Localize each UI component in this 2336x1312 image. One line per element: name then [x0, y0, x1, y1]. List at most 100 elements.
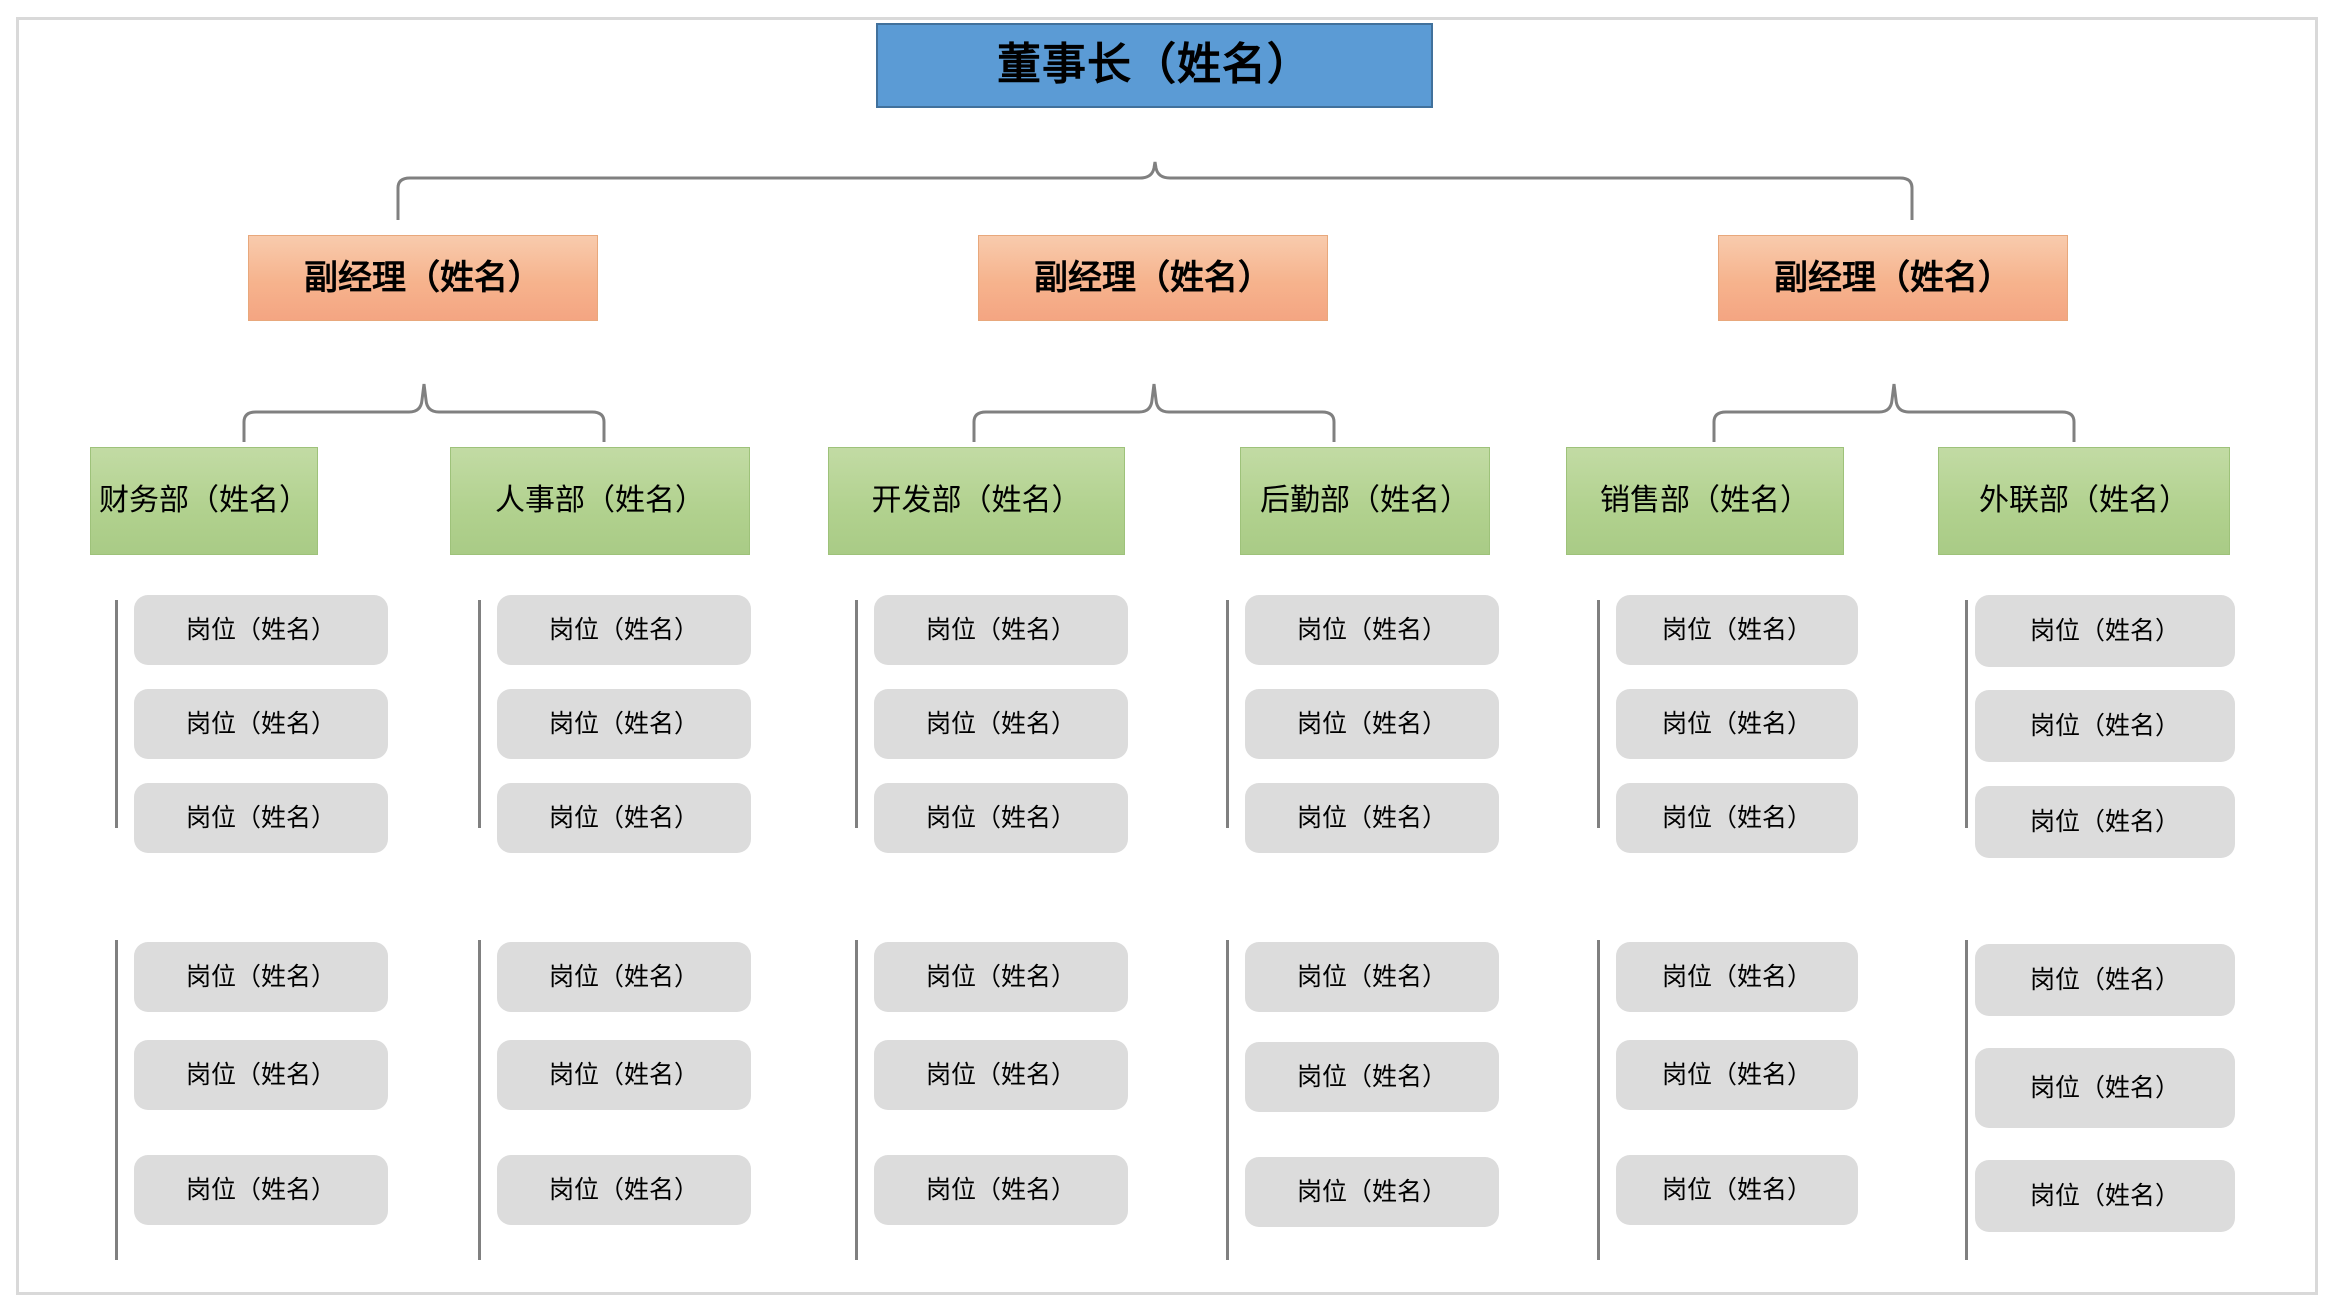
- position-box[interactable]: 岗位（姓名）: [1616, 942, 1858, 1012]
- position-label: 岗位（姓名）: [548, 962, 699, 991]
- position-box[interactable]: 岗位（姓名）: [497, 1040, 751, 1110]
- position-box[interactable]: 岗位（姓名）: [1616, 1040, 1858, 1110]
- position-label: 岗位（姓名）: [185, 803, 336, 832]
- position-label: 岗位（姓名）: [1296, 615, 1447, 644]
- node-dept-hr-label: 人事部（姓名）: [495, 483, 705, 518]
- position-box[interactable]: 岗位（姓名）: [1245, 595, 1499, 665]
- position-label: 岗位（姓名）: [1661, 1175, 1812, 1204]
- position-label: 岗位（姓名）: [1296, 1177, 1447, 1206]
- position-label: 岗位（姓名）: [1661, 709, 1812, 738]
- position-label: 岗位（姓名）: [2029, 807, 2180, 836]
- position-box[interactable]: 岗位（姓名）: [497, 1155, 751, 1225]
- position-label: 岗位（姓名）: [1661, 803, 1812, 832]
- node-dept-external[interactable]: 外联部（姓名）: [1938, 447, 2230, 555]
- position-box[interactable]: 岗位（姓名）: [134, 942, 388, 1012]
- position-box[interactable]: 岗位（姓名）: [1616, 595, 1858, 665]
- position-label: 岗位（姓名）: [185, 1060, 336, 1089]
- node-dept-hr[interactable]: 人事部（姓名）: [450, 447, 750, 555]
- position-box[interactable]: 岗位（姓名）: [497, 942, 751, 1012]
- position-box[interactable]: 岗位（姓名）: [1975, 1048, 2235, 1128]
- node-vice-manager-3-label: 副经理（姓名）: [1774, 257, 2012, 298]
- position-box[interactable]: 岗位（姓名）: [134, 689, 388, 759]
- position-label: 岗位（姓名）: [2029, 1073, 2180, 1102]
- position-label: 岗位（姓名）: [185, 615, 336, 644]
- connector-brace-vice-3: [1706, 380, 2082, 442]
- node-chairman[interactable]: 董事长（姓名）: [876, 23, 1433, 108]
- connector-vline-col2-group1: [478, 600, 481, 828]
- connector-vline-col1-group2: [115, 940, 118, 1260]
- position-box[interactable]: 岗位（姓名）: [1975, 944, 2235, 1016]
- position-box[interactable]: 岗位（姓名）: [1245, 689, 1499, 759]
- position-box[interactable]: 岗位（姓名）: [1616, 783, 1858, 853]
- position-box[interactable]: 岗位（姓名）: [1975, 786, 2235, 858]
- position-box[interactable]: 岗位（姓名）: [497, 783, 751, 853]
- position-box[interactable]: 岗位（姓名）: [134, 1040, 388, 1110]
- node-dept-sales-label: 销售部（姓名）: [1600, 483, 1810, 518]
- position-label: 岗位（姓名）: [925, 962, 1076, 991]
- node-dept-finance[interactable]: 财务部（姓名）: [90, 447, 318, 555]
- position-box[interactable]: 岗位（姓名）: [874, 689, 1128, 759]
- position-box[interactable]: 岗位（姓名）: [1245, 1042, 1499, 1112]
- position-label: 岗位（姓名）: [185, 962, 336, 991]
- node-dept-development[interactable]: 开发部（姓名）: [828, 447, 1125, 555]
- connector-vline-col3-group1: [855, 600, 858, 828]
- position-box[interactable]: 岗位（姓名）: [874, 942, 1128, 1012]
- position-label: 岗位（姓名）: [1296, 962, 1447, 991]
- position-box[interactable]: 岗位（姓名）: [497, 689, 751, 759]
- position-label: 岗位（姓名）: [2029, 1181, 2180, 1210]
- connector-vline-col5-group1: [1597, 600, 1600, 828]
- position-box[interactable]: 岗位（姓名）: [874, 1155, 1128, 1225]
- node-vice-manager-2[interactable]: 副经理（姓名）: [978, 235, 1328, 321]
- node-dept-logistics-label: 后勤部（姓名）: [1260, 483, 1470, 518]
- position-box[interactable]: 岗位（姓名）: [134, 1155, 388, 1225]
- position-box[interactable]: 岗位（姓名）: [497, 595, 751, 665]
- position-label: 岗位（姓名）: [1296, 803, 1447, 832]
- position-label: 岗位（姓名）: [1296, 709, 1447, 738]
- position-box[interactable]: 岗位（姓名）: [1616, 689, 1858, 759]
- position-label: 岗位（姓名）: [548, 803, 699, 832]
- position-box[interactable]: 岗位（姓名）: [1245, 942, 1499, 1012]
- position-label: 岗位（姓名）: [548, 1060, 699, 1089]
- position-box[interactable]: 岗位（姓名）: [874, 783, 1128, 853]
- connector-vline-col4-group1: [1226, 600, 1229, 828]
- position-box[interactable]: 岗位（姓名）: [1975, 1160, 2235, 1232]
- position-box[interactable]: 岗位（姓名）: [1245, 783, 1499, 853]
- position-label: 岗位（姓名）: [1296, 1062, 1447, 1091]
- connector-brace-level1: [390, 160, 1920, 220]
- position-box[interactable]: 岗位（姓名）: [1975, 595, 2235, 667]
- position-label: 岗位（姓名）: [925, 615, 1076, 644]
- position-box[interactable]: 岗位（姓名）: [134, 595, 388, 665]
- connector-vline-col6-group1: [1965, 600, 1968, 828]
- node-vice-manager-1[interactable]: 副经理（姓名）: [248, 235, 598, 321]
- node-dept-external-label: 外联部（姓名）: [1979, 483, 2189, 518]
- connector-vline-col1-group1: [115, 600, 118, 828]
- node-chairman-label: 董事长（姓名）: [997, 39, 1312, 91]
- position-box[interactable]: 岗位（姓名）: [1975, 690, 2235, 762]
- position-label: 岗位（姓名）: [2029, 965, 2180, 994]
- connector-vline-col6-group2: [1965, 940, 1968, 1260]
- connector-vline-col3-group2: [855, 940, 858, 1260]
- position-label: 岗位（姓名）: [925, 1060, 1076, 1089]
- node-vice-manager-3[interactable]: 副经理（姓名）: [1718, 235, 2068, 321]
- position-label: 岗位（姓名）: [185, 1175, 336, 1204]
- position-box[interactable]: 岗位（姓名）: [1245, 1157, 1499, 1227]
- position-label: 岗位（姓名）: [925, 1175, 1076, 1204]
- node-dept-sales[interactable]: 销售部（姓名）: [1566, 447, 1844, 555]
- position-label: 岗位（姓名）: [548, 1175, 699, 1204]
- position-label: 岗位（姓名）: [925, 709, 1076, 738]
- position-box[interactable]: 岗位（姓名）: [1616, 1155, 1858, 1225]
- position-label: 岗位（姓名）: [2029, 711, 2180, 740]
- connector-brace-vice-2: [966, 380, 1342, 442]
- position-label: 岗位（姓名）: [925, 803, 1076, 832]
- node-dept-logistics[interactable]: 后勤部（姓名）: [1240, 447, 1490, 555]
- position-box[interactable]: 岗位（姓名）: [874, 595, 1128, 665]
- position-box[interactable]: 岗位（姓名）: [134, 783, 388, 853]
- position-label: 岗位（姓名）: [2029, 616, 2180, 645]
- position-label: 岗位（姓名）: [548, 709, 699, 738]
- position-box[interactable]: 岗位（姓名）: [874, 1040, 1128, 1110]
- position-label: 岗位（姓名）: [1661, 962, 1812, 991]
- position-label: 岗位（姓名）: [185, 709, 336, 738]
- connector-vline-col2-group2: [478, 940, 481, 1260]
- position-label: 岗位（姓名）: [1661, 1060, 1812, 1089]
